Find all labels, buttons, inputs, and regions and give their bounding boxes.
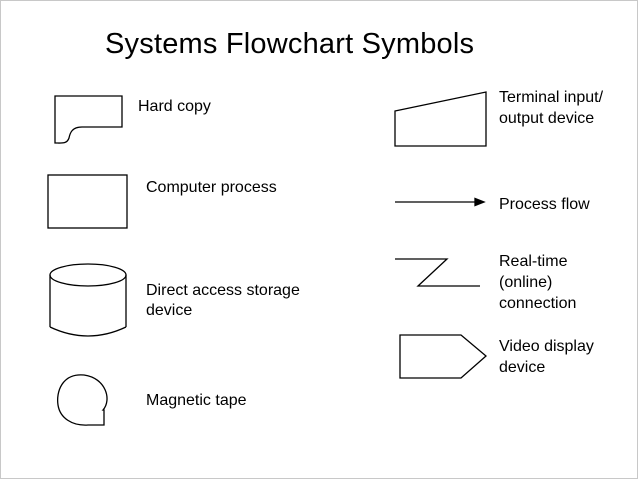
hard-copy-label: Hard copy: [138, 98, 211, 115]
video-display-label-line1: Video display: [499, 338, 594, 355]
direct-access-label-line2: device: [146, 302, 193, 319]
process-flow-symbol: [395, 197, 486, 207]
terminal-io-label-line1: Terminal input/: [499, 89, 604, 106]
computer-process-label: Computer process: [146, 179, 277, 196]
real-time-label-line1: Real-time: [499, 253, 568, 270]
direct-access-storage-symbol: [49, 263, 127, 337]
real-time-label-line3: connection: [499, 295, 577, 312]
magnetic-tape-label: Magnetic tape: [146, 392, 247, 409]
real-time-connection-symbol: [395, 258, 480, 287]
video-display-symbol: [399, 334, 487, 379]
computer-process-symbol: [47, 174, 128, 229]
slide-title: Systems Flowchart Symbols: [105, 28, 475, 60]
terminal-io-label-line2: output device: [499, 110, 595, 127]
real-time-label-line2: (online): [499, 274, 553, 291]
magnetic-tape-symbol: [56, 374, 108, 426]
video-display-label-line2: device: [499, 359, 546, 376]
direct-access-label-line1: Direct access storage: [146, 282, 300, 299]
process-flow-label: Process flow: [499, 196, 590, 213]
terminal-io-symbol: [394, 91, 487, 147]
hard-copy-symbol: [54, 95, 123, 144]
